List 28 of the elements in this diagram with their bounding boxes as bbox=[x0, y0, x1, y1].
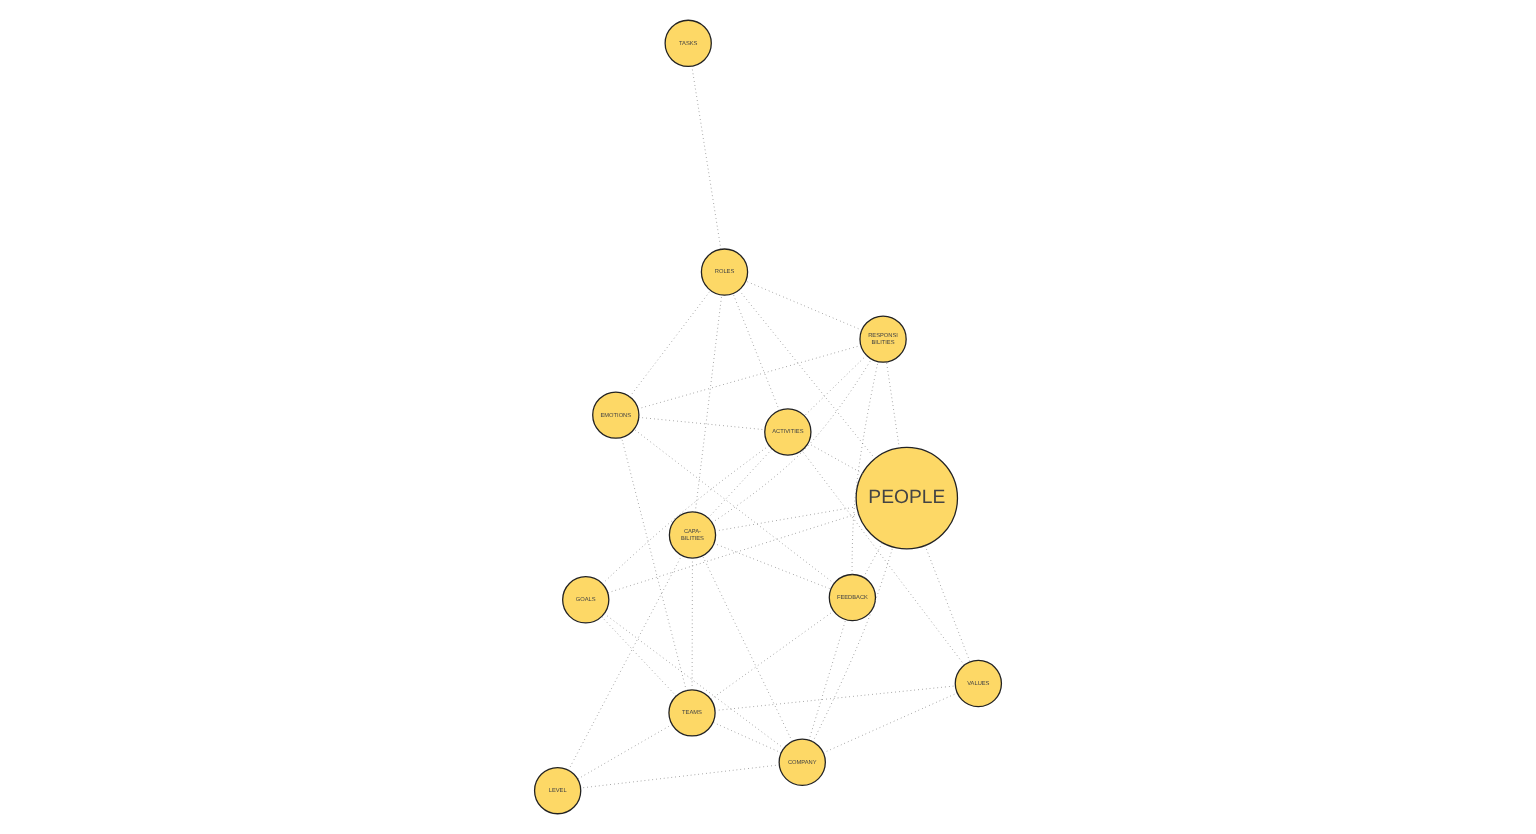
connector bbox=[629, 290, 711, 398]
connector bbox=[812, 546, 894, 743]
connector bbox=[714, 685, 956, 711]
connector bbox=[691, 65, 722, 250]
connector bbox=[638, 416, 766, 431]
connector bbox=[702, 555, 793, 742]
connector bbox=[886, 361, 900, 449]
connector bbox=[924, 545, 971, 663]
connector bbox=[580, 764, 780, 789]
connector bbox=[823, 692, 958, 754]
connector bbox=[732, 293, 780, 411]
connector bbox=[603, 613, 785, 749]
connector bbox=[568, 555, 683, 771]
connector bbox=[807, 442, 863, 474]
node-circle: PEOPLE bbox=[855, 446, 959, 550]
connector bbox=[712, 721, 782, 754]
connector bbox=[711, 358, 872, 524]
connector bbox=[863, 542, 883, 578]
connector bbox=[694, 294, 723, 513]
connector bbox=[713, 542, 832, 590]
connector bbox=[710, 610, 835, 700]
connector bbox=[801, 450, 965, 666]
connector bbox=[808, 619, 847, 741]
connector bbox=[577, 724, 673, 780]
connector bbox=[602, 445, 770, 585]
connector bbox=[745, 280, 863, 331]
connector bbox=[637, 344, 862, 410]
connector bbox=[803, 354, 867, 417]
